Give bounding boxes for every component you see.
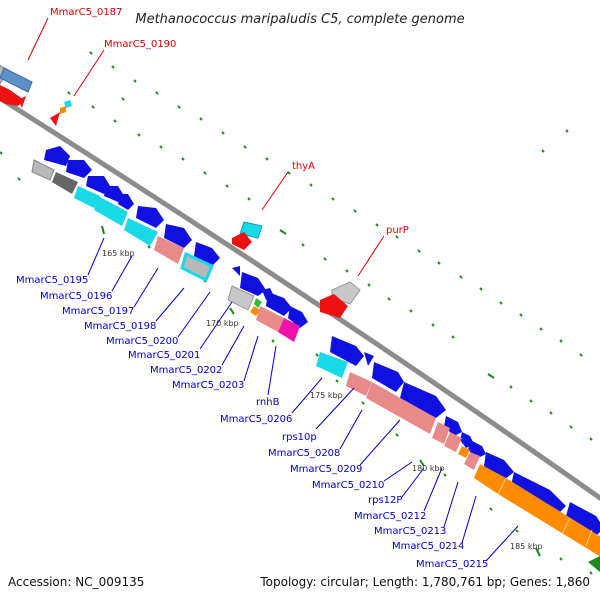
- gene-blue[interactable]: [66, 160, 92, 178]
- gene-blue[interactable]: [118, 194, 134, 210]
- gene-cyan[interactable]: [124, 218, 158, 246]
- gene-grey-cyan[interactable]: [180, 251, 214, 283]
- topology-text: Topology: circular; Length: 1,780,761 bp…: [259, 575, 590, 589]
- gene-blue[interactable]: [330, 336, 364, 366]
- gene-label-rps10p[interactable]: rps10p: [282, 432, 317, 443]
- gene-blue[interactable]: [164, 224, 192, 248]
- gene-blue[interactable]: [484, 452, 514, 480]
- gene-steel[interactable]: [0, 67, 33, 93]
- gene-blue[interactable]: [266, 292, 292, 316]
- gene-label-MmarC5_0210[interactable]: MmarC5_0210: [312, 480, 384, 491]
- gene-cyan[interactable]: [74, 186, 100, 208]
- gene-blue[interactable]: [240, 272, 266, 296]
- reverse-strand-genes: [31, 146, 600, 572]
- scale-label-175kbp: 175 kbp: [310, 391, 343, 400]
- gene-label-MmarC5_0197[interactable]: MmarC5_0197: [62, 306, 134, 317]
- gene-label-MmarC5_0198[interactable]: MmarC5_0198: [84, 321, 156, 332]
- gene-magenta[interactable]: [278, 318, 300, 342]
- scale-label-180kbp: 180 kbp: [412, 464, 445, 473]
- genome-backbone: [0, 95, 600, 502]
- gene-orange[interactable]: [458, 446, 470, 458]
- gene-label-MmarC5_0201[interactable]: MmarC5_0201: [128, 350, 200, 361]
- gene-pink[interactable]: [346, 372, 372, 396]
- gene-blue[interactable]: [86, 176, 110, 194]
- gene-red-thyA[interactable]: [232, 232, 252, 250]
- gene-red-arrow[interactable]: [50, 112, 60, 126]
- gene-blue[interactable]: [510, 472, 566, 516]
- gene-label-rps12P[interactable]: rps12P: [368, 495, 402, 506]
- gene-blue[interactable]: [288, 306, 308, 328]
- gene-grey[interactable]: [227, 285, 255, 311]
- gene-label-MmarC5_0212[interactable]: MmarC5_0212: [354, 511, 426, 522]
- gene-pink[interactable]: [444, 432, 462, 452]
- gene-darkgrey[interactable]: [52, 172, 78, 194]
- forward-strand-genes: [0, 64, 361, 318]
- gene-label-rnhB[interactable]: rnhB: [256, 397, 280, 408]
- far-tick-track: [89, 51, 583, 357]
- gene-green[interactable]: [588, 556, 600, 572]
- gene-cyan[interactable]: [316, 352, 348, 378]
- gene-cyan[interactable]: [94, 196, 128, 226]
- gene-pink[interactable]: [366, 382, 436, 434]
- red-leader-lines: [27, 17, 385, 277]
- scale-label-170kbp: 170 kbp: [206, 319, 239, 328]
- gene-red-small[interactable]: [18, 96, 26, 108]
- gene-label-MmarC5_0187[interactable]: MmarC5_0187: [50, 7, 122, 18]
- accession-text: Accession: NC_009135: [8, 575, 144, 589]
- gene-blue[interactable]: [104, 186, 124, 202]
- gene-blue[interactable]: [372, 362, 404, 392]
- gene-orange[interactable]: [498, 478, 600, 560]
- scale-label-185kbp: 185 kbp: [510, 542, 543, 551]
- gene-blue[interactable]: [44, 146, 70, 166]
- gene-green[interactable]: [254, 298, 262, 308]
- gene-label-MmarC5_0206[interactable]: MmarC5_0206: [220, 414, 292, 425]
- gene-red[interactable]: [0, 80, 24, 106]
- gene-orange[interactable]: [474, 464, 506, 494]
- gene-blue[interactable]: [444, 416, 462, 436]
- outer-tick-track: [67, 91, 593, 441]
- gene-blue[interactable]: [400, 382, 446, 418]
- gene-label-MmarC5_0200[interactable]: MmarC5_0200: [106, 336, 178, 347]
- gene-orange[interactable]: [250, 306, 260, 316]
- gene-pink[interactable]: [154, 236, 184, 264]
- gene-label-MmarC5_0208[interactable]: MmarC5_0208: [268, 448, 340, 459]
- gene-label-thyA[interactable]: thyA: [292, 161, 315, 172]
- gene-label-MmarC5_0213[interactable]: MmarC5_0213: [374, 526, 446, 537]
- gene-blue[interactable]: [232, 266, 240, 276]
- inner-tick-track: [0, 151, 593, 575]
- gene-label-MmarC5_0202[interactable]: MmarC5_0202: [150, 365, 222, 376]
- gene-blue[interactable]: [136, 206, 164, 228]
- gene-blue[interactable]: [364, 352, 374, 366]
- gene-blue[interactable]: [566, 502, 600, 536]
- gene-pink[interactable]: [256, 306, 284, 332]
- map-title: Methanococcus maripaludis C5, complete g…: [135, 12, 464, 27]
- gene-label-MmarC5_0190[interactable]: MmarC5_0190: [104, 39, 176, 50]
- gene-red-purP[interactable]: [320, 294, 348, 318]
- gene-blue[interactable]: [194, 242, 220, 266]
- gene-grey[interactable]: [31, 159, 55, 181]
- gene-label-MmarC5_0209[interactable]: MmarC5_0209: [290, 464, 362, 475]
- gene-label-MmarC5_0195[interactable]: MmarC5_0195: [16, 275, 88, 286]
- blue-leader-lines: [87, 237, 519, 562]
- gene-label-MmarC5_0214[interactable]: MmarC5_0214: [392, 541, 464, 552]
- gene-label-MmarC5_0196[interactable]: MmarC5_0196: [40, 291, 112, 302]
- gene-label-MmarC5_0215[interactable]: MmarC5_0215: [416, 559, 488, 570]
- scale-label-165kbp: 165 kbp: [102, 249, 135, 258]
- gene-orange-small[interactable]: [60, 106, 66, 114]
- gene-label-purP[interactable]: purP: [386, 225, 409, 236]
- gene-label-MmarC5_0203[interactable]: MmarC5_0203: [172, 380, 244, 391]
- gene-pink[interactable]: [432, 422, 450, 444]
- gene-pink[interactable]: [464, 452, 480, 470]
